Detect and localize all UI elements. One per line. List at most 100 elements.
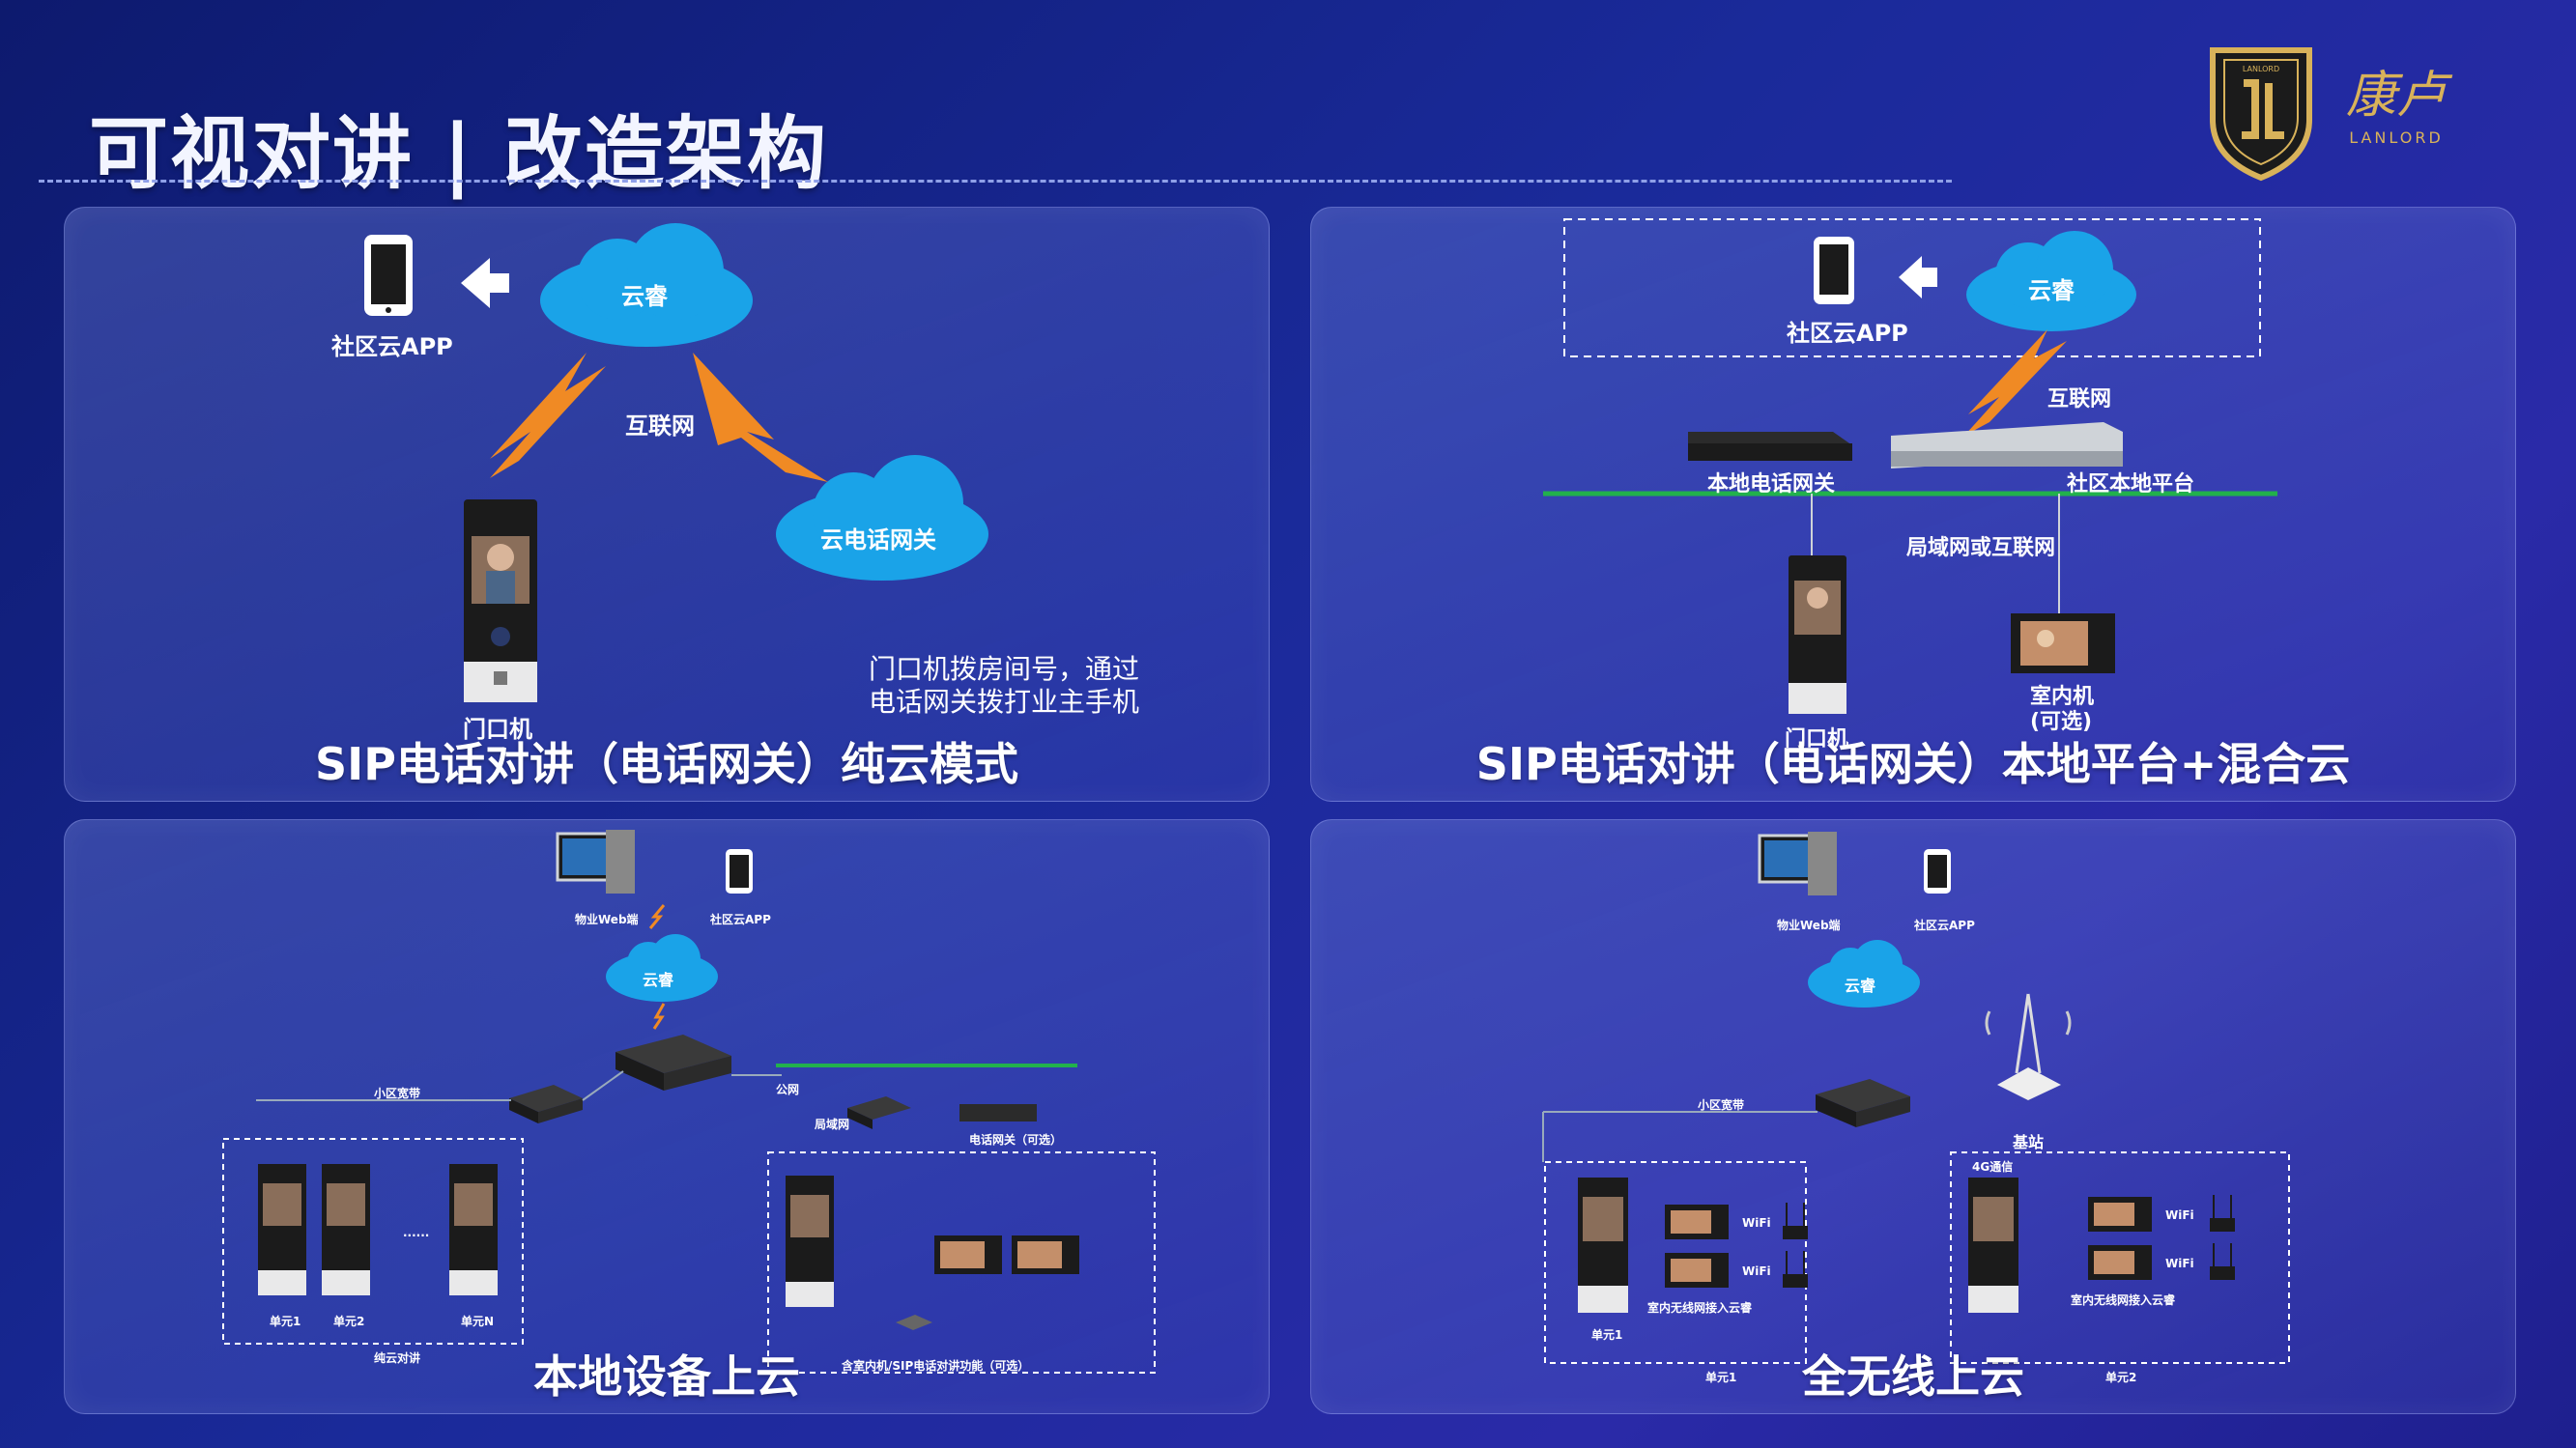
cloud-label: 云睿 (621, 283, 668, 310)
router-icon (1783, 1203, 1808, 1239)
door-station-icon (786, 1176, 834, 1307)
core-switch-icon (1816, 1079, 1910, 1127)
brand-name-cn: 康卢 (2346, 67, 2453, 125)
local-gateway-label: 本地电话网关 (1707, 472, 1836, 497)
web-label: 物业Web端 (575, 913, 639, 926)
router-icon (1783, 1251, 1808, 1288)
wifi-label: WiFi (1742, 1264, 1771, 1278)
wifi-label: WiFi (2165, 1257, 2194, 1270)
cloud-zone-box (1563, 218, 2261, 357)
public-label: 公网 (776, 1083, 800, 1096)
indoor-monitor-icon (2088, 1245, 2152, 1280)
door-label: 门口机 (1785, 727, 1849, 752)
indoor-monitor-icon (1665, 1205, 1729, 1239)
switch-icon (847, 1096, 911, 1129)
app-label: 社区云APP (1787, 320, 1908, 347)
core-switch-icon (615, 1035, 731, 1091)
wifi-label: WiFi (1742, 1216, 1771, 1230)
router-icon (2210, 1243, 2235, 1280)
app-label: 社区云APP (710, 913, 771, 926)
indoor-monitor-icon (1665, 1253, 1729, 1288)
computer-icon (556, 830, 635, 894)
door-station-icon (449, 1164, 498, 1295)
server-device (1891, 422, 2123, 468)
group-box-unit1 (1544, 1161, 1807, 1364)
phone-icon (726, 849, 753, 894)
app-label: 社区云APP (1914, 919, 1975, 932)
4g-label: 4G通信 (1972, 1160, 2014, 1174)
lightning-bolt-icon (693, 353, 828, 482)
door-station-icon (1789, 555, 1846, 714)
wifi-label: WiFi (2165, 1208, 2194, 1222)
app-label: 社区云APP (331, 333, 453, 360)
panel-caption: 本地设备上云 (533, 1350, 800, 1403)
cloud-label: 云睿 (1845, 977, 1876, 995)
indoor-monitor-icon (1012, 1235, 1079, 1274)
panel-caption: 全无线上云 (1802, 1350, 2024, 1403)
wireless-note-label: 室内无线网接入云睿 (1647, 1301, 1753, 1315)
group-box-unit2 (1950, 1151, 2290, 1364)
door-station-icon (258, 1164, 306, 1295)
unit-door-label: 单元1 (1591, 1328, 1623, 1342)
cloud-icon (1808, 940, 1920, 1008)
cloud-label: 云睿 (2028, 277, 2075, 304)
note-line-1: 门口机拨房间号，通过 (869, 653, 1140, 685)
internet-label: 互联网 (2047, 387, 2112, 412)
group-unit1-label: 单元1 (1705, 1371, 1737, 1384)
computer-icon (1758, 832, 1837, 895)
router-icon (2210, 1195, 2235, 1232)
shield-emblem-icon: LANLORD (2210, 47, 2312, 182)
gateway-cloud-icon (776, 455, 988, 581)
gateway-cloud-label: 云电话网关 (820, 526, 936, 554)
panel-caption: SIP电话对讲（电话网关）本地平台+混合云 (1475, 738, 2351, 790)
indoor-optional-label: (可选) (2030, 710, 2093, 734)
arrow-left-icon (461, 258, 509, 308)
group-sip-label: 含室内机/SIP电话对讲功能（可选） (842, 1359, 1030, 1373)
door-station-icon (464, 499, 537, 702)
ellipsis-label: ...... (403, 1226, 430, 1239)
phone-icon (364, 235, 413, 316)
phone-icon (1814, 237, 1854, 304)
door-label: 门口机 (463, 716, 532, 743)
wireless-note-label: 室内无线网接入云睿 (2071, 1293, 2176, 1307)
lightning-bolt-icon (490, 353, 606, 478)
phone-icon (1924, 849, 1951, 894)
cloud-icon (540, 223, 753, 347)
unit-label: 单元N (461, 1315, 495, 1328)
switch-icon (509, 1085, 583, 1123)
cloud-icon (1966, 231, 2136, 331)
broadband-label: 小区宽带 (1698, 1098, 1745, 1112)
door-station-icon (1968, 1178, 2018, 1313)
cell-tower-icon (1985, 993, 2072, 1100)
brand-name-en: LANLORD (2349, 128, 2444, 147)
base-station-label: 基站 (2013, 1133, 2045, 1151)
arrow-left-icon (1899, 256, 1937, 298)
web-label: 物业Web端 (1777, 919, 1841, 932)
group-cloud-label: 纯云对讲 (374, 1351, 421, 1365)
gateway-optional-label: 电话网关（可选） (969, 1133, 1063, 1147)
title-divider (39, 180, 1952, 183)
indoor-monitor-icon (2011, 613, 2115, 673)
indoor-label: 室内机 (2030, 685, 2095, 709)
panel-wireless-cloud: 物业Web端 社区云APP 云睿 小区宽带 基站 4G通信 WiFi WiFi … (1310, 819, 2516, 1414)
door-station-icon (1578, 1178, 1628, 1313)
panel-caption: SIP电话对讲（电话网关）纯云模式 (315, 738, 1018, 790)
door-station-icon (322, 1164, 370, 1295)
panel-hybrid-cloud: 社区云APP 云睿 互联网 本地电话网关 社区本地平台 局域网或互联网 门口机 … (1310, 207, 2516, 802)
group-box-sip (767, 1151, 1156, 1374)
lan-label: 局域网或互联网 (1906, 536, 2056, 560)
lightning-bolt-icon (1964, 329, 2067, 436)
cloud-label: 云睿 (643, 971, 674, 989)
panel-pure-cloud: 社区云APP 云睿 互联网 云电话网关 门口机 门口机拨房间号，通过 电话网关拨… (64, 207, 1270, 802)
broadband-label: 小区宽带 (374, 1087, 421, 1100)
indoor-monitor-icon (934, 1235, 1002, 1274)
unit-label: 单元2 (333, 1315, 365, 1328)
local-platform-label: 社区本地平台 (2067, 472, 2195, 497)
group-unit2-label: 单元2 (2105, 1371, 2137, 1384)
indoor-monitor-icon (2088, 1197, 2152, 1232)
cloud-icon (606, 934, 718, 1002)
lan-label: 局域网 (815, 1118, 850, 1131)
slide-title: 可视对讲 | 改造架构 (89, 108, 829, 200)
internet-label: 互联网 (625, 412, 695, 440)
local-gateway-device (1688, 432, 1852, 461)
